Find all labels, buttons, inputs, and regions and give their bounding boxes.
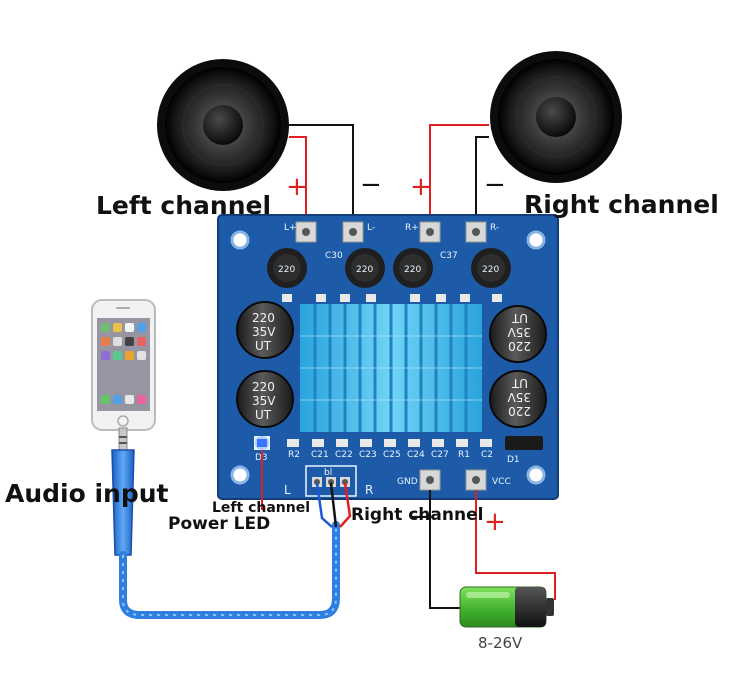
- inductor-label-4: 220: [482, 265, 499, 275]
- inductor-label-3: 220: [404, 265, 421, 275]
- power-led-label: Power LED: [168, 514, 270, 534]
- cap3-brand: UT: [511, 311, 528, 325]
- cap1-voltage: 35V: [252, 325, 276, 339]
- right-channel-title: Right channel: [524, 190, 719, 219]
- capacitor-top-left: 220 35V UT: [236, 301, 294, 359]
- label-c30: C30: [325, 251, 343, 261]
- component-label: C22: [335, 450, 353, 460]
- input-wires: [315, 482, 352, 528]
- smd-row-bottom: [287, 439, 492, 447]
- right-minus-sign: −: [484, 170, 506, 200]
- right-plus-sign: +: [410, 172, 432, 202]
- audio-cable: [119, 521, 340, 619]
- left-speaker-icon: [157, 59, 289, 191]
- left-minus-sign: −: [360, 170, 382, 200]
- gnd-minus-sign: −: [408, 502, 430, 532]
- pad-label-r-plus: R+: [405, 223, 419, 233]
- cap2-brand: UT: [255, 408, 272, 422]
- battery-voltage-label: 8-26V: [478, 634, 523, 652]
- component-label: C21: [311, 450, 329, 460]
- heatsink: [300, 304, 482, 432]
- smd-row-top: [282, 294, 502, 302]
- inductors: [267, 248, 511, 288]
- pad-label-r-minus: R-: [490, 223, 499, 233]
- output-pads: [295, 221, 487, 243]
- audio-input-label: Audio input: [5, 479, 169, 508]
- capacitor-bottom-right: 220 35V UT: [489, 370, 547, 428]
- inductor-label-1: 220: [278, 265, 295, 275]
- input-wire-right: [339, 482, 352, 528]
- component-label: C25: [383, 450, 401, 460]
- audio-jack-icon: [111, 427, 135, 556]
- left-minus-wire: [289, 124, 354, 228]
- phone-icon: [91, 299, 156, 431]
- right-channel-input-label: Right channel: [351, 505, 483, 525]
- vcc-label: VCC: [492, 477, 511, 487]
- input-wire-gnd: [329, 482, 338, 528]
- left-plus-sign: +: [286, 172, 308, 202]
- component-label: R2: [288, 450, 300, 460]
- cap2-value: 220: [252, 380, 275, 394]
- right-speaker-icon: [490, 51, 622, 183]
- vcc-wire: [475, 490, 556, 600]
- label-c37: C37: [440, 251, 458, 261]
- left-channel-title: Left channel: [96, 191, 271, 220]
- component-labels: R2 C21 C22 C23 C25 C24 C27 R1 C2: [288, 450, 493, 460]
- cap3-value: 220: [508, 339, 531, 353]
- gnd-wire: [429, 490, 470, 609]
- cap3-voltage: 35V: [507, 325, 531, 339]
- component-label: C2: [481, 450, 493, 460]
- speaker-wires: [289, 124, 489, 228]
- right-plus-wire: [429, 124, 489, 228]
- cap4-value: 220: [508, 404, 531, 418]
- left-channel-input-label: Left channel: [212, 500, 310, 516]
- label-bl: bl: [324, 468, 332, 478]
- power-wires: [429, 490, 556, 609]
- diode-d1: [505, 436, 543, 450]
- input-wire-left: [315, 482, 333, 528]
- left-plus-wire: [289, 136, 307, 228]
- capacitor-bottom-left: 220 35V UT: [236, 370, 294, 428]
- vcc-plus-sign: +: [484, 507, 506, 537]
- pad-label-l-minus: L-: [367, 223, 375, 233]
- input-r-label: R: [365, 483, 373, 497]
- component-label: C23: [359, 450, 377, 460]
- cap1-value: 220: [252, 311, 275, 325]
- gnd-label: GND: [397, 477, 418, 487]
- cap4-voltage: 35V: [507, 390, 531, 404]
- inductor-label-2: 220: [356, 265, 373, 275]
- cap4-brand: UT: [511, 376, 528, 390]
- input-connector: [305, 465, 357, 497]
- cap1-brand: UT: [255, 339, 272, 353]
- led-icon: [254, 436, 270, 450]
- amplifier-board: L+ L- R+ R- 220 220 220 220 C30 C37: [217, 214, 559, 500]
- mounting-holes: [230, 230, 546, 485]
- cap2-voltage: 35V: [252, 394, 276, 408]
- right-minus-wire: [475, 136, 489, 228]
- pad-label-l-plus: L+: [284, 223, 297, 233]
- component-label: R1: [458, 450, 470, 460]
- battery-icon: [459, 586, 554, 628]
- input-l-label: L: [284, 483, 291, 497]
- component-label: C27: [431, 450, 449, 460]
- label-d1: D1: [507, 455, 520, 465]
- capacitor-top-right: 220 35V UT: [489, 305, 547, 363]
- component-label: C24: [407, 450, 425, 460]
